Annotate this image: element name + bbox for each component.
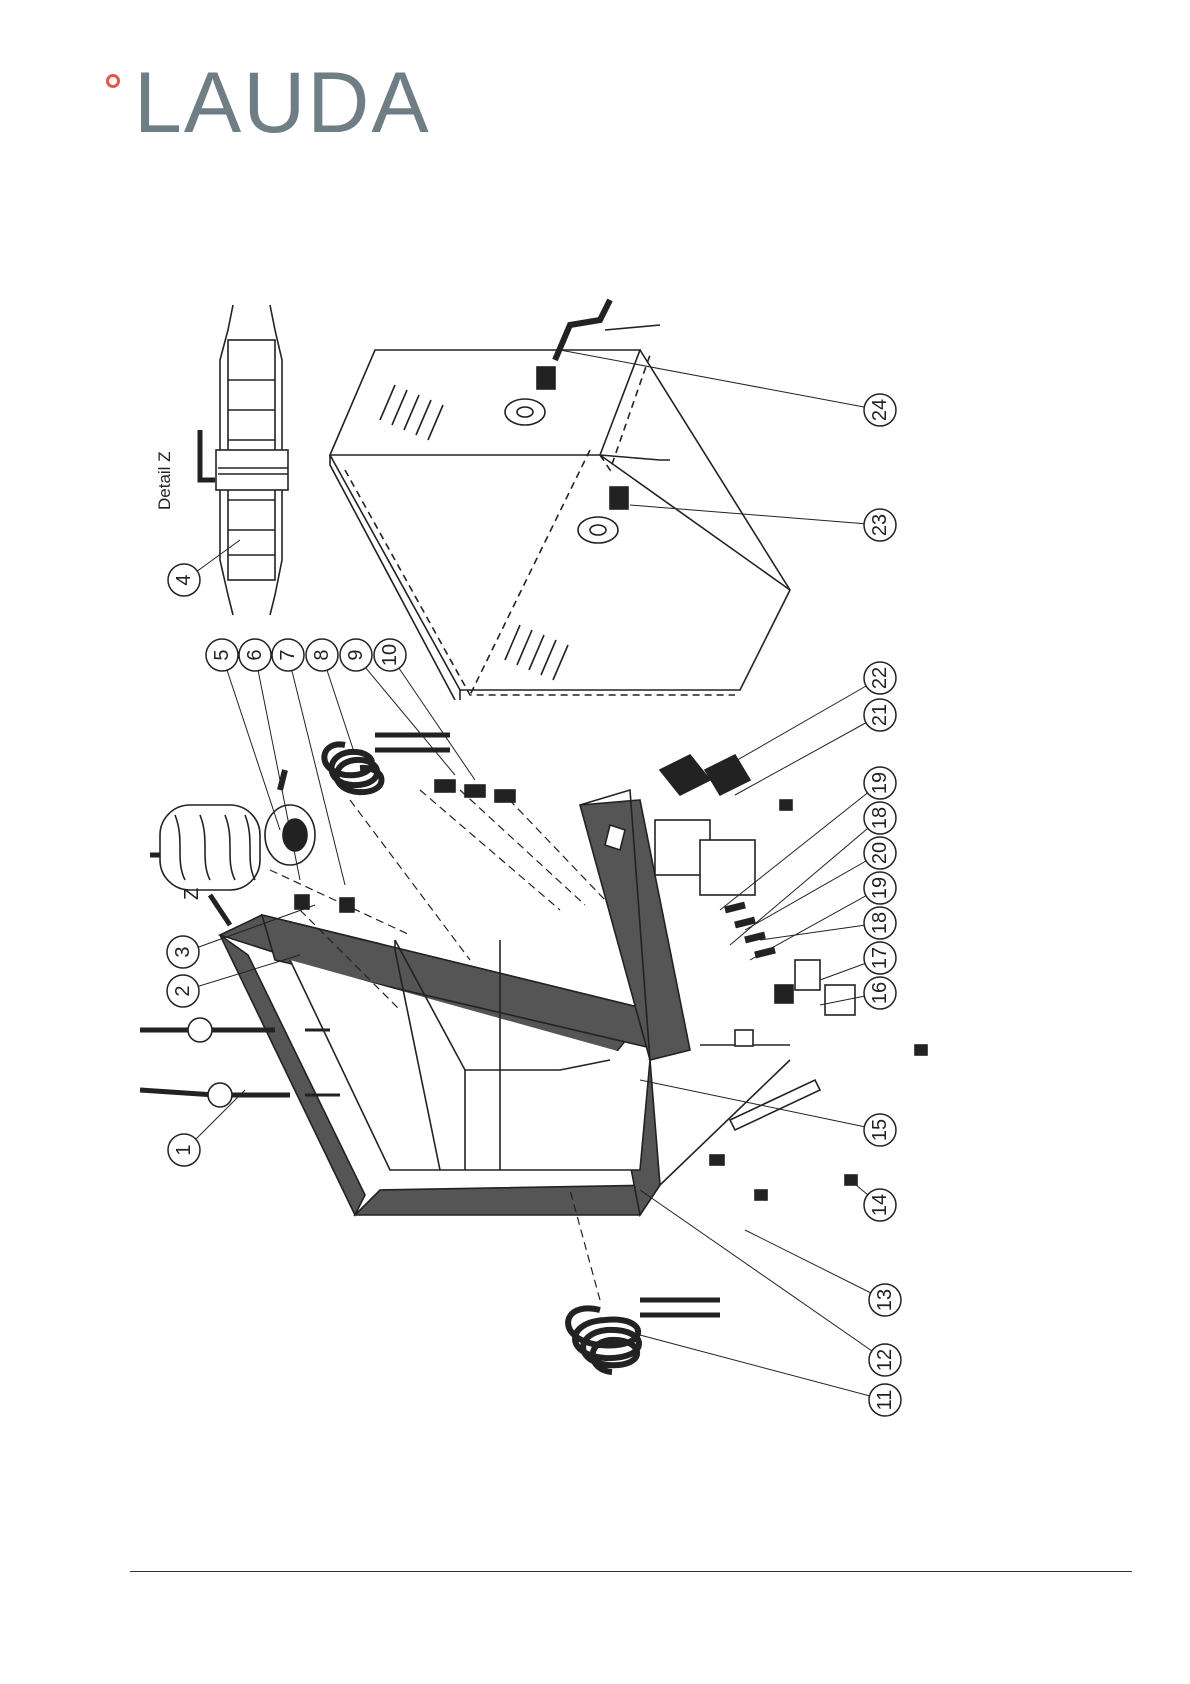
callout-12: 12	[869, 1344, 901, 1376]
callout-21: 21	[864, 699, 896, 731]
callout-label: 22	[869, 667, 891, 689]
callout-7: 7	[272, 639, 304, 671]
callout-17: 17	[864, 942, 896, 974]
sensor-rods	[140, 1018, 340, 1107]
callout-15: 15	[864, 1114, 896, 1146]
housing-cover	[330, 300, 790, 700]
callout-label: 2	[172, 985, 194, 996]
callout-label: 23	[869, 514, 891, 536]
callout-18: 18	[864, 907, 896, 939]
callout-2: 2	[167, 975, 199, 1007]
detail-z-illustration	[200, 305, 288, 615]
callout-22: 22	[864, 662, 896, 694]
callout-4: 4	[168, 564, 200, 596]
detail-z-title: Detail Z	[155, 451, 174, 510]
callout-1: 1	[168, 1134, 200, 1166]
callout-label: 10	[379, 644, 401, 666]
callout-label: 8	[311, 649, 333, 660]
callout-label: 11	[874, 1390, 896, 1411]
callout-label: 14	[869, 1194, 891, 1216]
callout-label: 7	[277, 649, 299, 660]
callout-8: 8	[306, 639, 338, 671]
callout-19: 19	[864, 872, 896, 904]
pump-assembly	[150, 770, 315, 925]
callout-18: 18	[864, 802, 896, 834]
callout-label: 19	[869, 877, 891, 899]
callout-label: 17	[869, 947, 891, 969]
callout-label: 13	[874, 1289, 896, 1311]
callout-label: 16	[869, 982, 891, 1004]
control-components	[655, 755, 855, 1015]
heater-coil-right	[324, 735, 450, 792]
footer-rule	[130, 1571, 1132, 1572]
callout-23: 23	[864, 509, 896, 541]
callout-24: 24	[864, 394, 896, 426]
callout-label: 6	[244, 649, 266, 660]
detail-z-marker: Z	[181, 888, 203, 900]
callout-label: 1	[173, 1144, 195, 1155]
callout-19: 19	[864, 767, 896, 799]
callout-label: 20	[869, 842, 891, 864]
callout-9: 9	[340, 639, 372, 671]
callout-3: 3	[167, 936, 199, 968]
callout-label: 9	[345, 649, 367, 660]
callout-label: 3	[172, 946, 194, 957]
callout-13: 13	[869, 1284, 901, 1316]
callout-10: 10	[374, 639, 406, 671]
callout-label: 5	[211, 649, 233, 660]
callout-14: 14	[864, 1189, 896, 1221]
callout-20: 20	[864, 837, 896, 869]
callout-label: 12	[874, 1349, 896, 1371]
callout-6: 6	[239, 639, 271, 671]
callout-label: 18	[869, 912, 891, 934]
callout-label: 21	[869, 704, 891, 726]
callout-label: 15	[869, 1119, 891, 1141]
callout-5: 5	[206, 639, 238, 671]
callout-label: 19	[869, 772, 891, 794]
callout-11: 11	[869, 1384, 901, 1416]
callout-label: 24	[869, 399, 891, 421]
callout-label: 18	[869, 807, 891, 829]
callout-16: 16	[864, 977, 896, 1009]
callout-label: 4	[173, 574, 195, 585]
